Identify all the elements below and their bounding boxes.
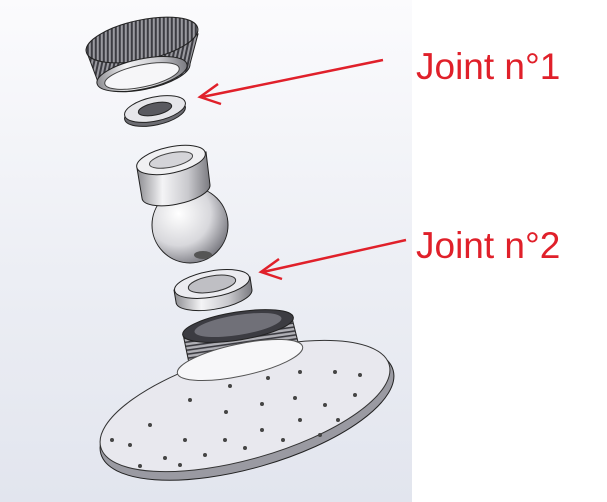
- arrow-joint-2: [258, 238, 407, 281]
- label-joint-2: Joint n°2: [416, 225, 561, 266]
- joint-2-washer: [173, 269, 253, 312]
- joint-1-washer: [124, 95, 186, 127]
- label-joint-1: Joint n°1: [416, 46, 561, 87]
- arrow-joint-1: [197, 58, 384, 106]
- shower-plate: [99, 338, 395, 481]
- ball-joint: [136, 144, 229, 264]
- knurled-nut: [85, 16, 199, 93]
